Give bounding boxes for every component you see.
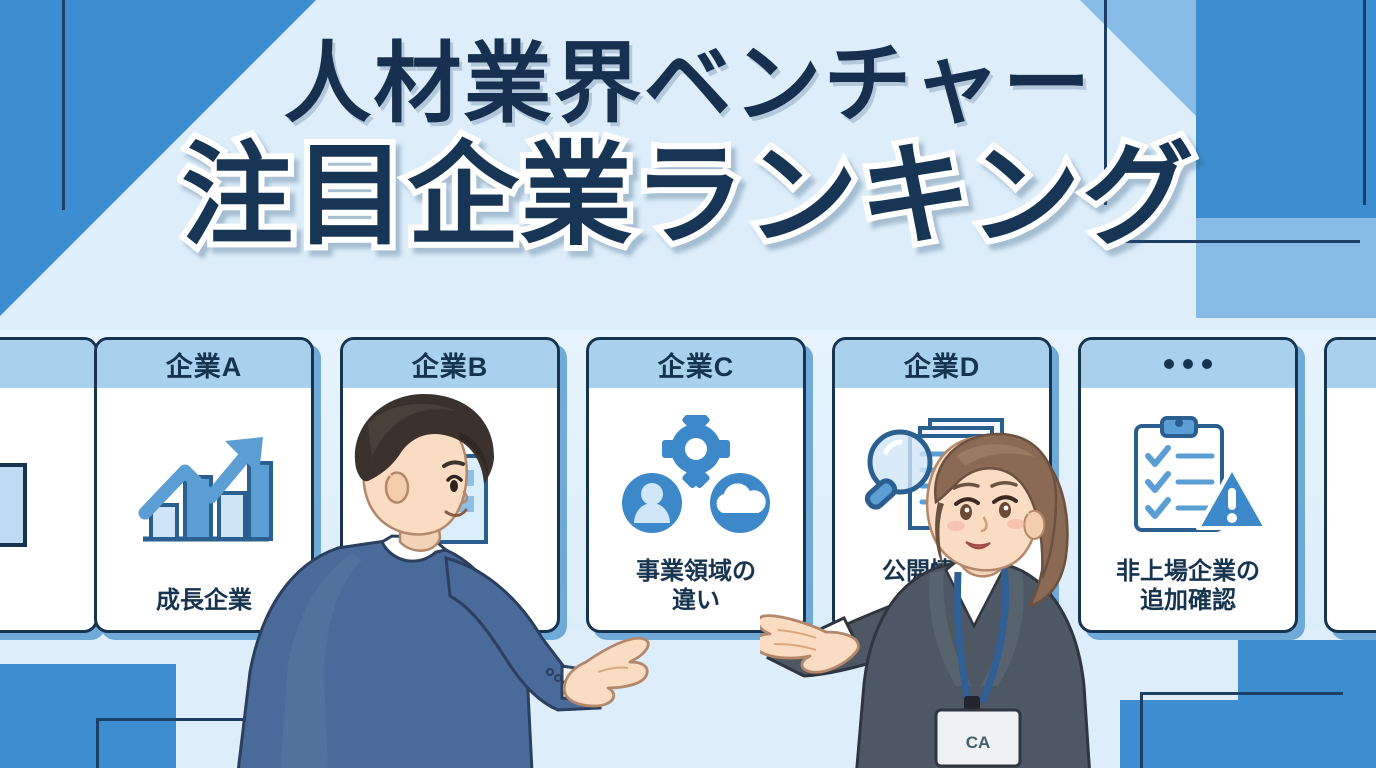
bottom-left-blue-rect [0, 664, 176, 768]
card-header [1081, 340, 1295, 388]
card-company-a[interactable]: 企業A 成長企業 [94, 337, 314, 633]
card-partial-left[interactable] [0, 337, 98, 633]
businesswoman-presenting: CA [753, 418, 1180, 768]
corner-bracket-top-right-inner [1104, 40, 1360, 243]
svg-text:CA: CA [966, 733, 991, 752]
card-label-line1: 非上場企業の [1116, 558, 1260, 586]
ellipsis-icon [1164, 359, 1212, 369]
card-header: 企業C [589, 340, 803, 388]
businessman-pointing [232, 372, 652, 768]
corner-bracket-bottom-left [96, 718, 289, 768]
card-body: 事業領域の 違い [589, 388, 803, 630]
card-label-line2: 違い [672, 587, 720, 615]
clipboard-warning-icon [1087, 398, 1289, 558]
card-body [0, 388, 95, 630]
card-label: 非上場企業の 追加確認 [1087, 558, 1289, 616]
gear-person-cloud-icon [595, 398, 797, 558]
card-partial-right[interactable]: 非 [1324, 337, 1376, 633]
card-label-line2: 追加確認 [1140, 587, 1236, 615]
card-header: 企業A [97, 340, 311, 388]
card-label: 成長企業 [156, 587, 252, 615]
corner-bracket-bottom-right [1140, 692, 1343, 768]
card-label: 事業領域の 違い [595, 558, 797, 616]
corner-bracket-top-right [1104, 0, 1366, 205]
top-left-blue-triangle [0, 0, 318, 318]
card-header [1327, 340, 1376, 388]
card-label-line1: 事業領域の [636, 558, 756, 586]
card-label: 非 [1333, 587, 1376, 616]
bottom-right-blue-rect [1238, 640, 1376, 768]
card-header: 企業D [835, 340, 1049, 388]
top-right-blue-rect [1196, 0, 1376, 218]
card-body: 非 [1327, 388, 1376, 630]
card-header: 企業B [343, 340, 557, 388]
document-icon [0, 398, 89, 616]
card-header [0, 340, 95, 388]
card-more[interactable]: 非上場企業の 追加確認 [1078, 337, 1298, 633]
corner-bracket-top-left [62, 0, 185, 210]
id-badge: CA [934, 708, 1022, 768]
card-company-c[interactable]: 企業C [586, 337, 806, 633]
growth-chart-icon [103, 398, 305, 587]
card-body: 非上場企業の 追加確認 [1081, 388, 1295, 630]
card-body: 成長企業 [97, 388, 311, 630]
person-icon [1333, 398, 1376, 587]
top-right-soft-rect [1196, 218, 1376, 318]
